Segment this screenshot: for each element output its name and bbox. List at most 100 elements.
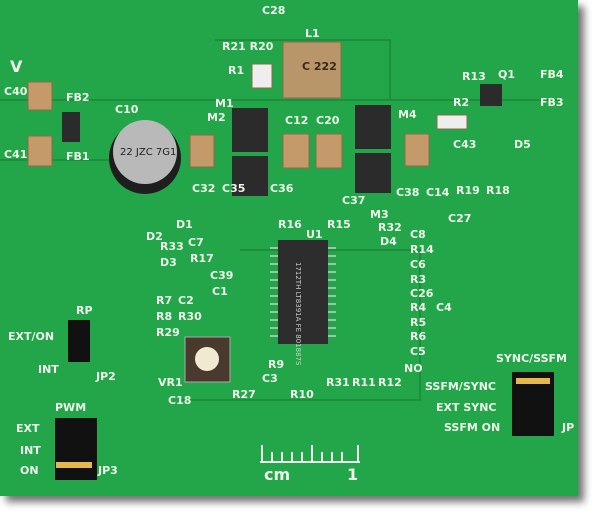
silkscreen-label: R14 [410,243,434,256]
smd-capacitors [27,63,468,169]
silkscreen-label: R27 [232,388,256,401]
silkscreen-label: U1 [306,228,323,241]
silkscreen-label: C32 [192,182,215,195]
silkscreen-label: M4 [398,108,417,121]
silkscreen-label: R31 [326,376,350,389]
silkscreen-label: R8 [156,310,172,323]
ruler-unit: cm [264,465,290,484]
silkscreen-label: R13 [462,70,486,83]
silkscreen-label: C8 [410,228,426,241]
silkscreen-label: C35 [222,182,245,195]
silkscreen-label: C27 [448,212,471,225]
silkscreen-label: C10 [115,103,139,116]
silkscreen-label: D3 [160,256,177,269]
silkscreen-label: SSFM/SYNC [425,380,496,393]
silkscreen-label: C40 [4,85,28,98]
silkscreen-label: R1 [228,64,244,77]
scale-ruler [260,445,360,463]
silkscreen-label: INT [38,363,59,376]
silkscreen-label: R17 [190,252,214,265]
silkscreen-label: M2 [207,111,226,124]
silkscreen-label: C1 [212,285,228,298]
traces [0,39,560,401]
mosfets [62,84,502,196]
silkscreen-label: R9 [268,358,284,371]
silkscreen-label: JP2 [95,370,116,383]
ruler-mark: 1 [347,465,358,484]
silkscreen-label: C37 [342,194,365,207]
silkscreen-label: SSFM ON [444,421,500,434]
inductor-marking: C 222 [302,60,337,73]
silkscreen-label: R11 [352,376,376,389]
silkscreen-label: JP3 [97,464,118,477]
silkscreen-label: C20 [316,114,340,127]
silkscreen-label: R12 [378,376,402,389]
silkscreen-label: JP [561,421,574,434]
silkscreen-label: R4 [410,301,426,314]
silkscreen-label: M3 [370,208,389,221]
silkscreen-label: SYNC/SSFM [496,352,567,365]
silkscreen-label: INT [20,444,41,457]
ic-marking: 1712TH LT8391A FE 801887S [294,262,302,366]
silkscreen-label: EXT SYNC [436,401,497,414]
silkscreen-label: R2 [453,96,469,109]
silkscreen-label: R19 [456,184,480,197]
silkscreen-label: C6 [410,258,426,271]
silkscreen-label: L1 [305,27,320,40]
silkscreen-label: FB3 [540,96,564,109]
silkscreen-label: C18 [168,394,191,407]
silkscreen-label: C36 [270,182,294,195]
silkscreen-label: D5 [514,138,531,151]
silkscreen-label: C41 [4,148,27,161]
silkscreen-label: C12 [285,114,308,127]
silkscreen-label: C43 [453,138,476,151]
silkscreen-label: C39 [210,269,233,282]
silkscreen-label: D1 [176,218,193,231]
capacitor-marking: 22 JZC 7G1 [120,147,176,158]
silkscreen-label: C5 [410,345,426,358]
silkscreen-label: R32 [378,221,402,234]
silkscreen-label: M1 [215,97,234,110]
silkscreen-label: EXT [16,422,40,435]
silkscreen-label: R7 [156,294,172,307]
silkscreen-label: C14 [426,186,450,199]
silkscreen-label: R33 [160,240,184,253]
silkscreen-label: C4 [436,301,452,314]
silkscreen-label: EXT/ON [8,330,54,343]
silkscreen-label: R18 [486,184,510,197]
silkscreen-label: VR1 [158,376,183,389]
silkscreen-label: R3 [410,273,426,286]
silkscreen-label: D4 [380,235,397,248]
silkscreen-label: FB1 [66,150,90,163]
silkscreen-label: R16 [278,218,302,231]
silkscreen-label: C2 [178,294,194,307]
silkscreen-label: FB4 [540,68,564,81]
silkscreen-label: R6 [410,330,426,343]
silkscreen-label: C38 [396,186,419,199]
inductor-l1: C 222 [282,41,342,99]
silkscreen-label: R10 [290,388,314,401]
silkscreen-label: Q1 [498,68,515,81]
silkscreen-label: R30 [178,310,202,323]
silkscreen-label: C26 [410,287,434,300]
silkscreen-label: C7 [188,236,204,249]
silkscreen-label: NO [404,362,423,375]
silkscreen-label: C28 [262,4,285,17]
silkscreen-label: V [10,57,23,76]
silkscreen-label: FB2 [66,91,90,104]
silkscreen-label: C3 [262,372,278,385]
silkscreen-label: D2 [146,230,163,243]
silkscreen-label: R29 [156,326,180,339]
capacitor-c10: 22 JZC 7G1 [109,120,181,194]
silkscreen-label: R21 R20 [222,40,274,53]
silkscreen-label: RP [76,304,93,317]
ic-u1: 1712TH LT8391A FE 801887S [270,240,336,366]
silkscreen-label: R15 [327,218,351,231]
silkscreen-label: PWM [55,401,86,414]
silkscreen-label: R5 [410,316,426,329]
potentiometer-vr1 [184,336,231,383]
silkscreen-label: ON [20,464,39,477]
jumpers [55,320,554,480]
